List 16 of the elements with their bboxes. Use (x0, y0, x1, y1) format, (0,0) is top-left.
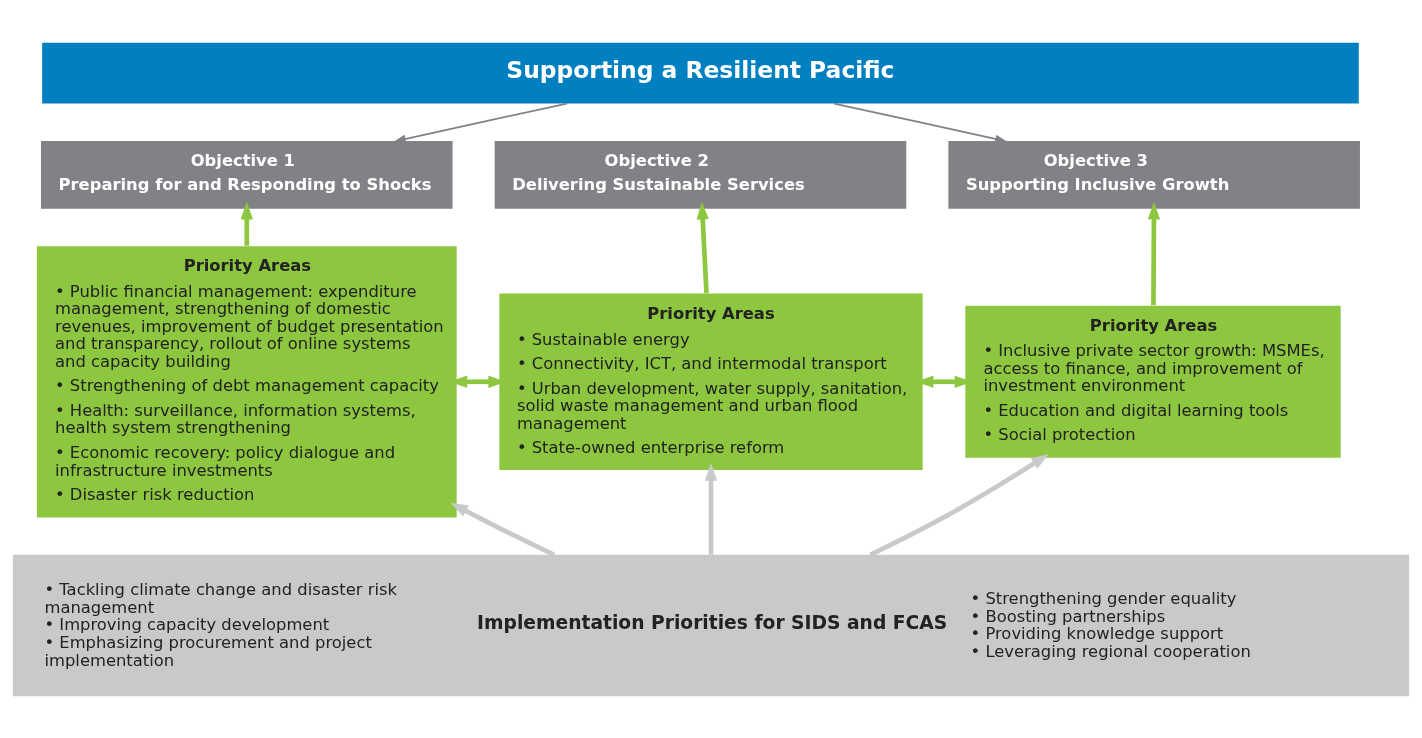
node-box: Priority Areas • Sustainable energy • Connectivity, ICT, and intermodal transport • Urban development, water supply, sanitation, solid waste management and urban flood management • State-owned enterprise reform (499, 293, 923, 470)
node-box: Objective 1 Preparing for and Responding to Shocks (41, 140, 453, 209)
arrow (240, 201, 253, 246)
arrow (394, 102, 568, 143)
node-box: Objective 3 Supporting Inclusive Growth (948, 140, 1360, 209)
arrow (450, 502, 556, 557)
arrow (696, 201, 709, 293)
arrow (869, 453, 1049, 557)
node-box: Supporting a Resilient Pacific (42, 42, 1359, 103)
arrow (833, 102, 1007, 143)
node-box: Priority Areas • Public financial management: expenditure management, strengthening of domestic revenues, improvement of budget presentation and transparency, rollout of online systems and capacity building • Strengthening of debt management capacity • Health: surveillance, information systems, health system strengthening • Economic recovery: policy dialogue and infrastructure investments • Disaster risk reduction (36, 245, 457, 517)
arrow (704, 462, 718, 555)
node-box: • Tackling climate change and disaster risk management • Improving capacity development • Emphasizing procurement and project implementation Implementation Priorities for SIDS and FCAS • Strengthening gender equality • Boosting partnerships • Providing knowledge support • Leveraging regional cooperation (12, 554, 1410, 696)
node-box: Objective 2 Delivering Sustainable Services (494, 140, 907, 209)
arrow (1147, 201, 1161, 305)
node-box: Priority Areas • Inclusive private sector growth: MSMEs, access to finance, and improvement of investment environment • Education and digital learning tools • Social protection (965, 305, 1341, 458)
